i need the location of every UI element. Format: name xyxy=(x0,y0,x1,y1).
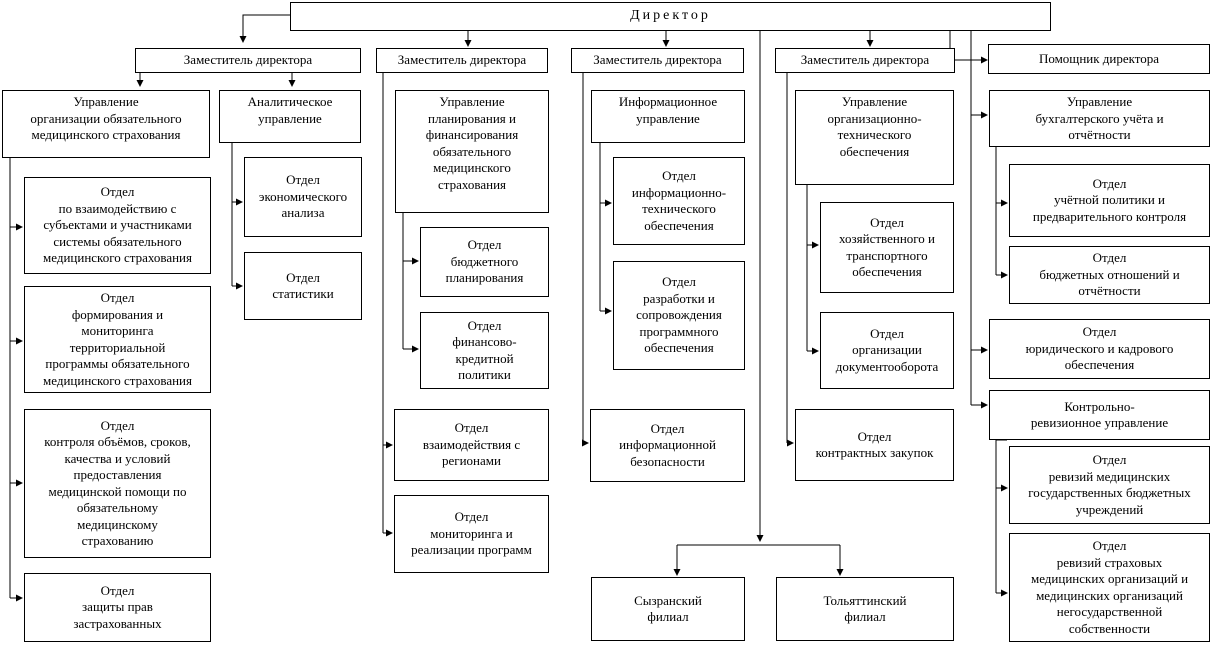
state-institutions-audit-division: Отдел ревизий медицинских государственны… xyxy=(1009,446,1210,524)
control-audit-department: Контрольно- ревизионное управление xyxy=(989,390,1210,440)
deputy-director-4: Заместитель директора xyxy=(775,48,955,73)
accounting-department: Управление бухгалтерского учёта и отчётн… xyxy=(989,90,1210,147)
it-support-division: Отдел информационно- технического обеспе… xyxy=(613,157,745,245)
oms-planning-financing-department: Управление планирования и финансирования… xyxy=(395,90,549,213)
insurance-organizations-audit-division: Отдел ревизий страховых медицинских орга… xyxy=(1009,533,1210,642)
legal-hr-division: Отдел юридического и кадрового обеспечен… xyxy=(989,319,1210,379)
director-box: Директор xyxy=(290,2,1051,31)
org-technical-support-department: Управление организационно- технического … xyxy=(795,90,954,185)
deputy-director-1: Заместитель директора xyxy=(135,48,361,73)
syzran-branch: Сызранский филиал xyxy=(591,577,745,641)
oms-organization-department: Управление организации обязательного мед… xyxy=(2,90,210,158)
insured-rights-division: Отдел защиты прав застрахованных xyxy=(24,573,211,642)
information-security-division: Отдел информационной безопасности xyxy=(590,409,745,482)
statistics-division: Отдел статистики xyxy=(244,252,362,320)
medical-care-control-division: Отдел контроля объёмов, сроков, качества… xyxy=(24,409,211,558)
accounting-policy-division: Отдел учётной политики и предварительног… xyxy=(1009,164,1210,237)
budget-planning-division: Отдел бюджетного планирования xyxy=(420,227,549,297)
analytics-department: Аналитическое управление xyxy=(219,90,361,143)
territorial-program-division: Отдел формирования и мониторинга террито… xyxy=(24,286,211,393)
tolyatti-branch: Тольяттинский филиал xyxy=(776,577,954,641)
budget-relations-division: Отдел бюджетных отношений и отчётности xyxy=(1009,246,1210,304)
assistant-director: Помощник директора xyxy=(988,44,1210,74)
deputy-director-3: Заместитель директора xyxy=(571,48,744,73)
software-development-division: Отдел разработки и сопровождения програм… xyxy=(613,261,745,370)
economic-analysis-division: Отдел экономического анализа xyxy=(244,157,362,237)
program-monitoring-division: Отдел мониторинга и реализации программ xyxy=(394,495,549,573)
household-transport-division: Отдел хозяйственного и транспортного обе… xyxy=(820,202,954,293)
financial-credit-policy-division: Отдел финансово- кредитной политики xyxy=(420,312,549,389)
contract-procurement-division: Отдел контрактных закупок xyxy=(795,409,954,481)
information-department: Информационное управление xyxy=(591,90,745,143)
deputy-director-2: Заместитель директора xyxy=(376,48,548,73)
oms-subjects-interaction-division: Отдел по взаимодействию с субъектами и у… xyxy=(24,177,211,274)
regions-interaction-division: Отдел взаимодействия с регионами xyxy=(394,409,549,481)
document-flow-division: Отдел организации документооборота xyxy=(820,312,954,389)
